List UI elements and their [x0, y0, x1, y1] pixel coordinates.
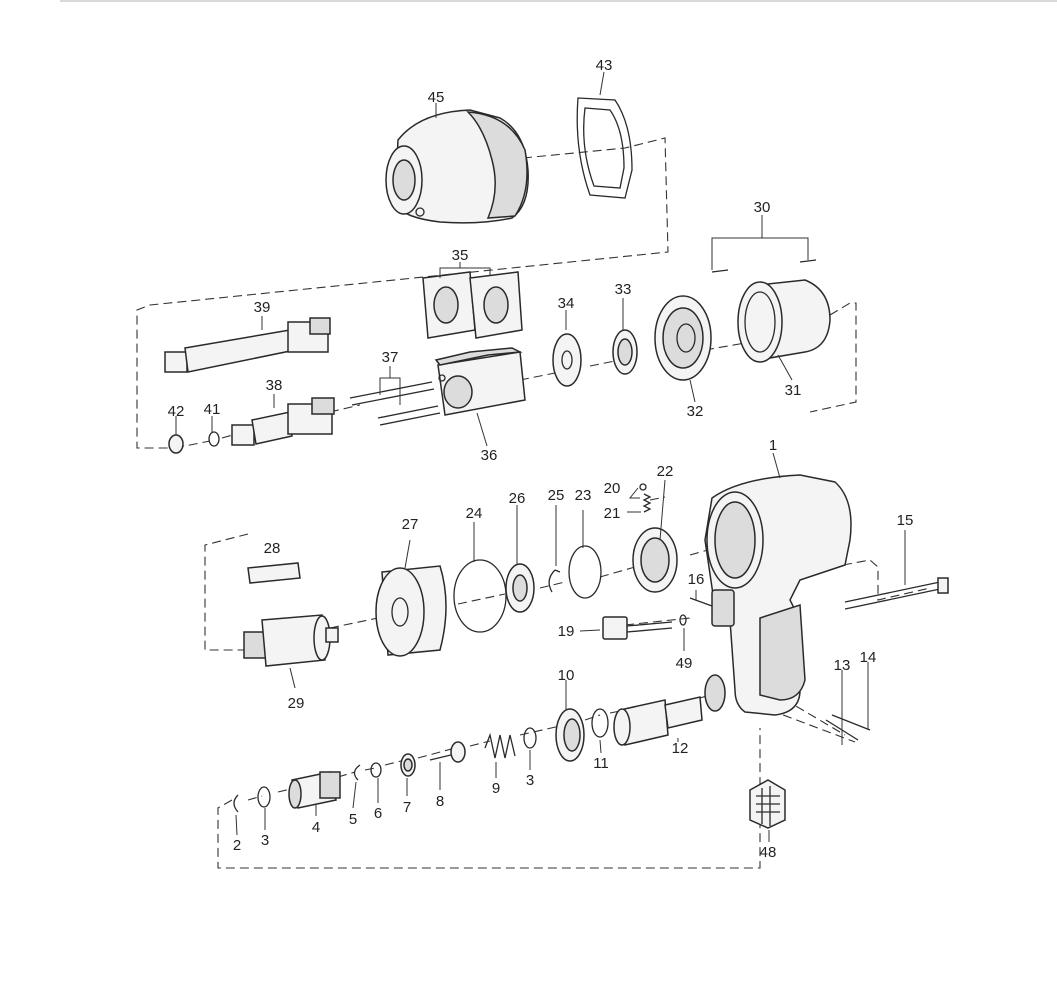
part-20-ball [639, 483, 647, 491]
part-label-21: 21 [604, 505, 621, 522]
part-26-bearing [505, 563, 535, 613]
part-label-38: 38 [266, 377, 283, 394]
part-31-cylinder [737, 279, 831, 363]
part-label-8: 8 [436, 793, 444, 810]
part-3-o-ring-right [523, 727, 537, 749]
part-label-35: 35 [452, 247, 469, 264]
part-label-4: 4 [312, 819, 320, 836]
part-label-22: 22 [657, 463, 674, 480]
part-19-pin [689, 597, 713, 607]
part-8-valve-stem [429, 741, 466, 763]
part-label-7: 7 [403, 799, 411, 816]
part-11-o-ring [591, 708, 609, 738]
part-label-24: 24 [466, 505, 483, 522]
part-2-snap-ring [233, 794, 239, 813]
part-label-49: 49 [676, 655, 693, 672]
part-label-3-left: 3 [261, 832, 269, 849]
part-6-o-ring [370, 762, 382, 778]
part-36-hammer-cage [434, 347, 526, 416]
part-label-9: 9 [492, 780, 500, 797]
part-24-o-ring [453, 559, 507, 633]
part-label-5: 5 [349, 811, 357, 828]
part-23-o-ring [568, 545, 602, 599]
part-label-41: 41 [204, 401, 221, 418]
part-label-16: 19 [558, 623, 575, 640]
leader-lines [175, 71, 906, 842]
part-45-hammer-case [385, 109, 529, 224]
part-label-20: 20 [604, 480, 621, 497]
part-10-valve-seat [555, 708, 585, 762]
part-label-27: 27 [402, 516, 419, 533]
part-label-15: 15 [897, 512, 914, 529]
part-15-bolt [844, 577, 949, 610]
part-34-thrust-washer [552, 333, 582, 387]
part-label-12: 12 [672, 740, 689, 757]
part-label-23: 23 [575, 487, 592, 504]
part-21-spring [642, 493, 652, 513]
part-49-o-ring [679, 614, 687, 626]
part-35-hammers [422, 271, 523, 339]
part-label-19: 16 [688, 571, 705, 588]
part-label-3-right: 3 [526, 772, 534, 789]
part-label-34: 34 [558, 295, 575, 312]
part-label-29: 29 [288, 695, 305, 712]
part-48-filter-screen [749, 779, 786, 829]
part-label-14: 14 [860, 649, 877, 666]
top-divider [60, 0, 1057, 2]
part-39-anvil [164, 317, 331, 373]
part-label-1: 1 [769, 437, 777, 454]
part-16-reverse-button [602, 616, 673, 640]
part-label-2: 2 [233, 837, 241, 854]
part-labels: 45 43 30 35 39 34 33 37 38 42 41 36 32 3… [168, 57, 914, 861]
part-label-11: 11 [593, 755, 609, 772]
part-label-28: 28 [264, 540, 281, 557]
part-7-bushing [400, 753, 416, 777]
part-3-o-ring-left [257, 786, 271, 808]
part-32-front-plate [654, 295, 712, 381]
part-label-6: 6 [374, 805, 382, 822]
part-30-pins [711, 259, 817, 273]
part-label-45: 45 [428, 89, 445, 106]
part-41-o-ring [208, 431, 220, 447]
part-1-motor-housing [704, 474, 852, 716]
part-29-rotor [243, 614, 339, 667]
part-label-42: 42 [168, 403, 185, 420]
part-43-gasket [576, 97, 633, 199]
part-12-valve-bushing [613, 674, 726, 746]
part-14-pin [831, 714, 871, 731]
part-22-reverse-valve [632, 527, 678, 593]
part-25-snap-ring [548, 569, 561, 593]
part-label-37: 37 [382, 349, 399, 366]
part-4-air-inlet [288, 771, 341, 809]
part-label-43: 43 [596, 57, 613, 74]
part-label-13: 13 [834, 657, 851, 674]
part-label-36: 36 [481, 447, 498, 464]
part-label-26: 26 [509, 490, 526, 507]
part-label-32: 32 [687, 403, 704, 420]
part-label-48: 48 [760, 844, 777, 861]
part-label-33: 33 [615, 281, 632, 298]
part-37-pins [349, 381, 441, 426]
part-27-end-plate [375, 565, 447, 657]
part-label-25: 25 [548, 487, 565, 504]
part-33-bearing [612, 329, 638, 375]
part-label-31: 31 [785, 382, 802, 399]
part-5-snap-ring [353, 764, 361, 781]
part-9-spring [484, 732, 516, 759]
part-38-anvil [231, 397, 335, 446]
part-label-30: 30 [754, 199, 771, 216]
part-label-10: 10 [558, 667, 575, 684]
part-label-39: 39 [254, 299, 271, 316]
part-28-rotor-blade [247, 562, 301, 584]
part-42-retaining-ring [168, 434, 184, 454]
